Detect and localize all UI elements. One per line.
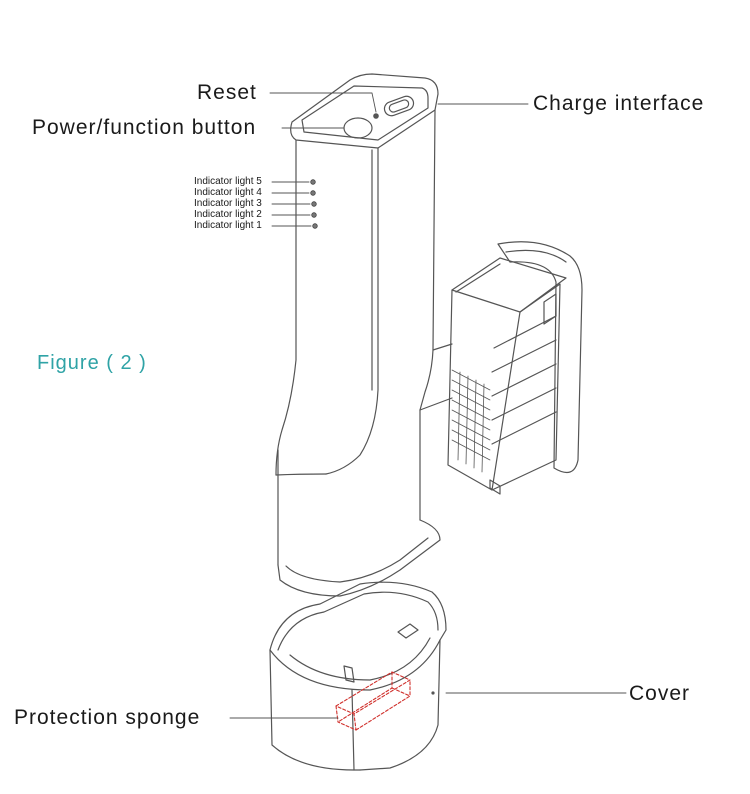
- reset-hole-shape: [373, 113, 379, 119]
- power-function-button-label: Power/function button: [32, 116, 257, 139]
- protection-sponge-shape: [335, 671, 411, 731]
- indicator-light-1-label: Indicator light 1: [194, 220, 262, 231]
- charge-port-shape: [383, 95, 415, 117]
- handle-body: [275, 73, 453, 597]
- indicator-light-2-label: Indicator light 2: [194, 209, 262, 220]
- indicator-dots: [310, 179, 318, 229]
- cover-body: [269, 581, 447, 771]
- leader-lines: [229, 92, 627, 719]
- figure-caption: Figure ( 2 ): [37, 352, 147, 374]
- battery-pack: [447, 241, 583, 495]
- power-button-shape: [343, 117, 373, 139]
- reset-label: Reset: [197, 81, 257, 104]
- indicator-light-5-label: Indicator light 5: [194, 176, 262, 187]
- cover-label: Cover: [629, 682, 691, 705]
- protection-sponge-label: Protection sponge: [14, 706, 201, 729]
- indicator-light-4-label: Indicator light 4: [194, 187, 262, 198]
- indicator-light-3-label: Indicator light 3: [194, 198, 262, 209]
- charge-interface-label: Charge interface: [533, 92, 705, 115]
